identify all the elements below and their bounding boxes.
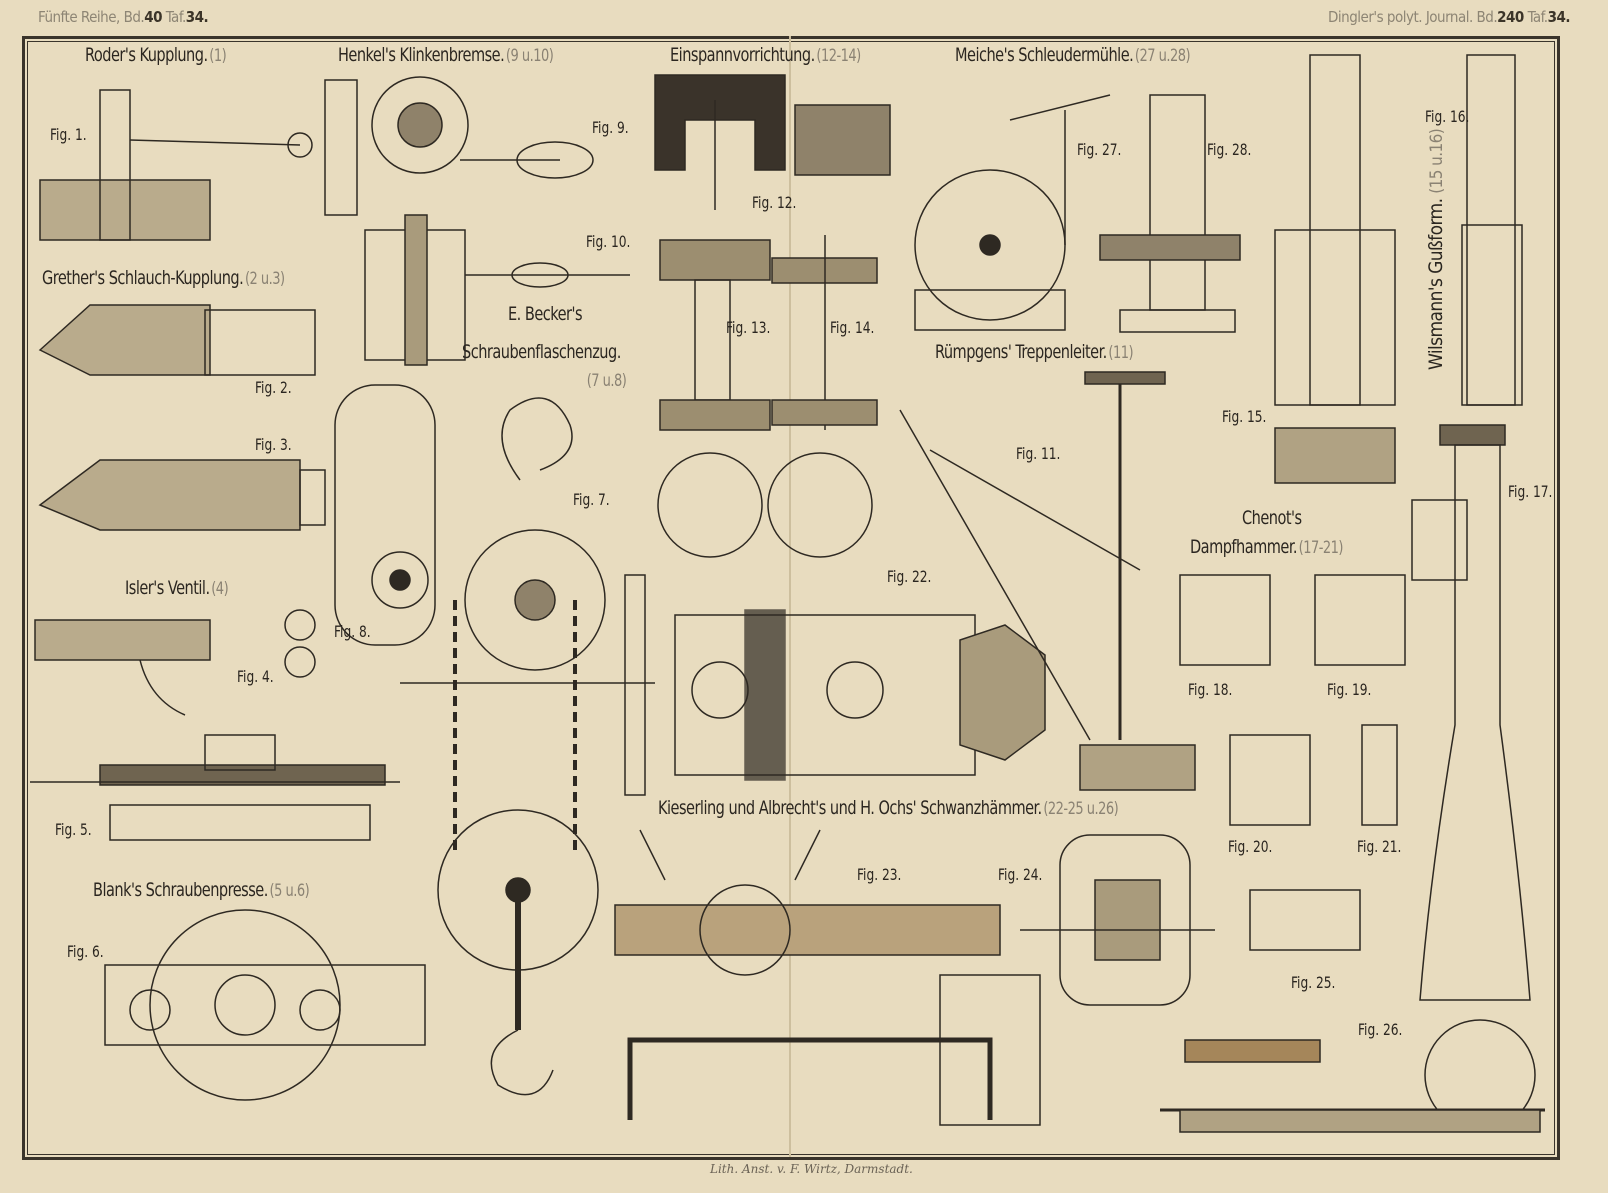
plate-label: Taf. xyxy=(165,8,186,26)
fig-label-21: Fig. 21. xyxy=(1357,837,1402,856)
fig-label-6: Fig. 6. xyxy=(67,942,104,961)
figure-ref: (15 u.16) xyxy=(1427,128,1447,194)
title-isler-ventil: Isler's Ventil.(4) xyxy=(125,577,229,599)
fig-label-28: Fig. 28. xyxy=(1207,140,1252,159)
title-treppenleiter: Rümpgens' Treppenleiter.(11) xyxy=(935,341,1134,363)
plate-series-header: Fünfte Reihe, Bd.40 Taf.34. xyxy=(38,8,209,26)
figure-ref: (9 u.10) xyxy=(505,46,554,66)
fig-label-12: Fig. 12. xyxy=(752,193,797,212)
title-schlauch-kupplung: Grether's Schlauch-Kupplung.(2 u.3) xyxy=(42,267,285,289)
title-klinkenbremse: Henkel's Klinkenbremse.(9 u.10) xyxy=(338,44,554,66)
title-text: Isler's Ventil. xyxy=(125,577,210,599)
schraubenpresse-drawing xyxy=(30,734,426,1101)
klinkenbremse-section-drawing xyxy=(364,214,630,366)
fig-label-26: Fig. 26. xyxy=(1358,1020,1403,1039)
einspann-sections-drawing xyxy=(657,235,878,558)
figure-ref: (27 u.28) xyxy=(1134,46,1191,66)
roder-coupling-drawing xyxy=(39,89,313,241)
fig-label-16: Fig. 16. xyxy=(1425,107,1470,126)
schwanzhammer-plan-drawing xyxy=(674,609,1046,781)
fig-label-4: Fig. 4. xyxy=(237,667,274,686)
figure-ref: (22-25 u.26) xyxy=(1043,799,1119,819)
journal-label: Dingler's polyt. Journal. Bd. xyxy=(1328,8,1498,26)
fig-label-24: Fig. 24. xyxy=(998,865,1043,884)
figure-ref: (12-14) xyxy=(816,46,861,66)
title-einspannvorrichtung: Einspannvorrichtung.(12-14) xyxy=(670,44,861,66)
title-text: Henkel's Klinkenbremse. xyxy=(338,44,505,66)
fig-label-7: Fig. 7. xyxy=(573,490,610,509)
title-text: Kieserling und Albrecht's und H. Ochs' S… xyxy=(658,797,1042,819)
fig-label-14: Fig. 14. xyxy=(830,318,875,337)
title-text: Schraubenflaschenzug. xyxy=(462,341,621,363)
figure-ref: (4) xyxy=(211,579,229,599)
fig-label-2: Fig. 2. xyxy=(255,378,292,397)
einspann-drawing xyxy=(654,74,891,210)
fig-label-20: Fig. 20. xyxy=(1228,837,1273,856)
fig-label-10: Fig. 10. xyxy=(586,232,631,251)
title-text: Blank's Schraubenpresse. xyxy=(93,879,268,901)
klinkenbremse-drawing xyxy=(324,76,594,216)
fig-label-5: Fig. 5. xyxy=(55,820,92,839)
journal-volume: 240 xyxy=(1497,8,1524,26)
journal-plate-number: 34. xyxy=(1547,8,1571,26)
figure-ref: (5 u.6) xyxy=(269,881,310,901)
title-schraubenpresse: Blank's Schraubenpresse.(5 u.6) xyxy=(93,879,310,901)
fig-label-23: Fig. 23. xyxy=(857,865,902,884)
title-text: Einspannvorrichtung. xyxy=(670,44,815,66)
journal-plate-label: Taf. xyxy=(1527,8,1548,26)
title-roder-kupplung: Roder's Kupplung.(1) xyxy=(85,44,227,66)
title-text: Chenot's xyxy=(1242,507,1302,529)
title-becker: E. Becker's xyxy=(508,303,583,325)
isler-ventil-drawing xyxy=(34,609,316,716)
figure-ref: (7 u.8) xyxy=(586,371,627,391)
fig-label-15: Fig. 15. xyxy=(1222,407,1267,426)
fig-label-8: Fig. 8. xyxy=(334,622,371,641)
fig-label-17: Fig. 17. xyxy=(1508,482,1553,501)
flaschenzug-side-drawing xyxy=(334,384,436,646)
treppenleiter-drawing xyxy=(899,371,1196,791)
figure-ref: (2 u.3) xyxy=(244,269,285,289)
schwanzhammer-section-drawing xyxy=(614,829,1041,1126)
treadle-hammer-drawing xyxy=(1160,1019,1545,1133)
figure-ref: (1) xyxy=(209,46,227,66)
hammer-frame-drawing xyxy=(1020,834,1215,1006)
dampfhammer-drawing xyxy=(1179,424,1531,1001)
plate-number: 34. xyxy=(185,8,209,26)
title-text: Wilsmann's Gußform. xyxy=(1425,198,1447,370)
lithographer-credit: Lith. Anst. v. F. Wirtz, Darmstadt. xyxy=(710,1162,913,1176)
gussform-drawing xyxy=(1274,54,1523,484)
schleudermuehle-drawing xyxy=(914,94,1241,333)
title-schleudermuehle: Meiche's Schleudermühle.(27 u.28) xyxy=(955,44,1191,66)
title-text: E. Becker's xyxy=(508,303,583,325)
fig-label-22: Fig. 22. xyxy=(887,567,932,586)
fig-label-19: Fig. 19. xyxy=(1327,680,1372,699)
title-dampfhammer: Dampfhammer.(17-21) xyxy=(1190,536,1343,558)
fig-label-13: Fig. 13. xyxy=(726,318,771,337)
volume-number: 40 xyxy=(144,8,162,26)
title-gussform: Wilsmann's Gußform. (15 u.16) xyxy=(1425,129,1447,370)
title-text: Meiche's Schleudermühle. xyxy=(955,44,1134,66)
title-schwanzhaemmer: Kieserling und Albrecht's und H. Ochs' S… xyxy=(658,797,1119,819)
fig-label-27: Fig. 27. xyxy=(1077,140,1122,159)
figure-ref: (11) xyxy=(1108,343,1134,363)
title-text: Roder's Kupplung. xyxy=(85,44,208,66)
flaschenzug-drawing xyxy=(400,397,655,1096)
fig-label-1: Fig. 1. xyxy=(50,125,87,144)
figure-ref: (17-21) xyxy=(1298,538,1344,558)
fig-label-25: Fig. 25. xyxy=(1291,973,1336,992)
fig-label-18: Fig. 18. xyxy=(1188,680,1233,699)
journal-header: Dingler's polyt. Journal. Bd.240 Taf.34. xyxy=(1328,8,1570,26)
title-text: Grether's Schlauch-Kupplung. xyxy=(42,267,244,289)
title-flaschenzug-ref: (7 u.8) xyxy=(585,369,627,391)
series-label: Fünfte Reihe, Bd. xyxy=(38,8,145,26)
fig-label-3: Fig. 3. xyxy=(255,435,292,454)
schlauch-kupplung-drawing xyxy=(38,304,326,531)
title-chenot: Chenot's xyxy=(1242,507,1302,529)
title-flaschenzug: Schraubenflaschenzug. xyxy=(462,341,621,363)
fig-label-11: Fig. 11. xyxy=(1016,444,1061,463)
title-text: Rümpgens' Treppenleiter. xyxy=(935,341,1107,363)
title-text: Dampfhammer. xyxy=(1190,536,1297,558)
fig-label-9: Fig. 9. xyxy=(592,118,629,137)
